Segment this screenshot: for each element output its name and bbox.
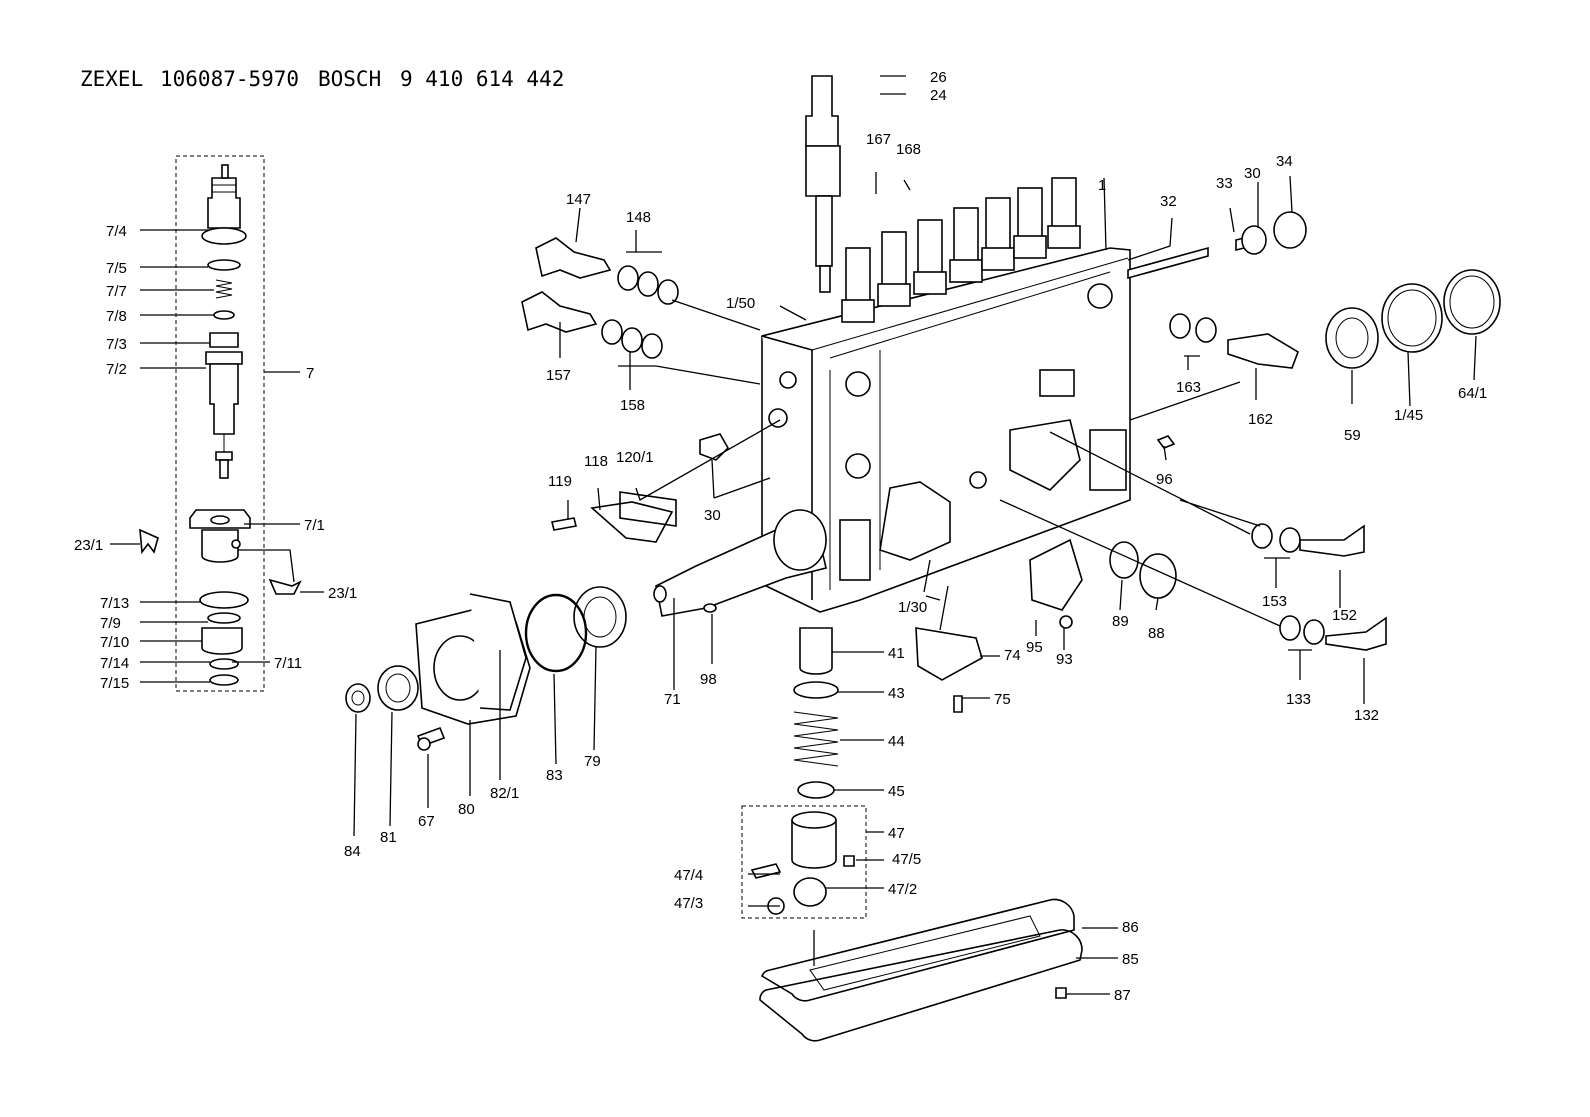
callout-label-c133: 133 [1286,691,1311,708]
callout-label-c711: 7/11 [274,655,302,672]
callout-label-c73: 7/3 [106,336,127,353]
lower-governor-stack [741,627,983,919]
callout-label-c157: 157 [546,367,571,384]
callout-label-c30b: 30 [704,507,721,524]
callout-label-c44: 44 [888,733,905,750]
callout-label-c130: 1/30 [898,599,927,616]
callout-label-c47: 47 [888,825,905,842]
callout-label-c231a: 23/1 [74,537,103,554]
callout-label-c85: 85 [1122,951,1139,968]
callout-label-c96: 96 [1156,471,1173,488]
callout-label-c88: 88 [1148,625,1165,642]
callout-label-c32: 32 [1160,193,1177,210]
callout-label-c148: 148 [626,209,651,226]
header-brand-bosch: BOSCH [318,67,381,91]
callout-label-c119: 119 [548,473,572,490]
callout-label-c80: 80 [458,801,475,818]
callout-label-c24: 24 [930,87,947,104]
header-brand-zexel: ZEXEL [80,67,143,91]
callout-label-c95: 95 [1026,639,1043,656]
pump-barrels [841,177,1081,323]
callout-label-c162: 162 [1248,411,1273,428]
callout-label-c77: 7/7 [106,283,127,300]
callout-label-c715: 7/15 [100,675,129,692]
callout-label-c145: 1/45 [1394,407,1423,424]
callout-labels: 26241671681323330341471481/5015715816316… [74,69,1487,1004]
camshaft-and-drive [345,509,827,751]
callout-label-c79a: 7/9 [100,615,121,632]
left-bolts [521,237,729,543]
callout-label-c710: 7/10 [100,634,129,651]
callout-label-c7: 7 [306,365,314,382]
callout-label-c75a: 7/5 [106,260,127,277]
callout-label-c74a: 7/4 [106,223,127,240]
callout-label-c118: 118 [584,453,608,470]
callout-label-c43: 43 [888,685,905,702]
callout-label-c83: 83 [546,767,563,784]
callout-label-c472: 47/2 [888,881,917,898]
callout-label-c163: 163 [1176,379,1201,396]
callout-label-c86: 86 [1122,919,1139,936]
callout-label-c167: 167 [866,131,891,148]
right-side-parts [1029,211,1501,651]
callout-label-c147: 147 [566,191,591,208]
callout-label-c84: 84 [344,843,361,860]
callout-label-c158: 158 [620,397,645,414]
element-assembly-7 [110,155,324,692]
callout-label-c34: 34 [1276,153,1293,170]
callout-label-c71a: 7/1 [304,517,325,534]
callout-label-c93: 93 [1056,651,1073,668]
callout-label-c74: 74 [1004,647,1021,664]
callout-label-c79: 79 [584,753,601,770]
leader-lines [353,75,1477,995]
callout-label-c713: 7/13 [100,595,129,612]
callout-label-c231b: 23/1 [328,585,357,602]
callout-label-c81: 81 [380,829,397,846]
callout-label-c132: 132 [1354,707,1379,724]
callout-label-c87: 87 [1114,987,1131,1004]
callout-label-c821: 82/1 [490,785,519,802]
assembly-7-box [175,155,265,692]
callout-label-c168: 168 [896,141,921,158]
callout-label-c474: 47/4 [674,867,703,884]
header-part-number: 106087-5970 [160,67,299,91]
callout-label-c473: 47/3 [674,895,703,912]
callout-label-c72: 7/2 [106,361,127,378]
callout-label-c45: 45 [888,783,905,800]
callout-label-c78: 7/8 [106,308,127,325]
callout-label-c59: 59 [1344,427,1361,444]
bottom-gaskets [759,898,1083,1042]
pump-housing [761,75,1131,613]
callout-label-c89: 89 [1112,613,1129,630]
callout-label-c150: 1/50 [726,295,755,312]
diagram-header: ZEXEL 106087-5970 BOSCH 9 410 614 442 [80,67,564,91]
callout-label-c475: 47/5 [892,851,921,868]
callout-label-c714: 7/14 [100,655,129,672]
callout-label-c41: 41 [888,645,905,662]
callout-label-c152: 152 [1332,607,1357,624]
callout-label-c98: 98 [700,671,717,688]
callout-label-c153: 153 [1262,593,1287,610]
callout-label-c1: 1 [1098,177,1106,194]
callout-label-c33: 33 [1216,175,1233,192]
callout-label-c1201: 120/1 [616,449,654,466]
callout-label-c26: 26 [930,69,947,86]
header-bosch-number: 9 410 614 442 [400,67,564,91]
callout-label-c71: 71 [664,691,681,708]
callout-label-c67: 67 [418,813,435,830]
callout-label-c30a: 30 [1244,165,1261,182]
callout-label-c641: 64/1 [1458,385,1487,402]
callout-label-c75: 75 [994,691,1011,708]
